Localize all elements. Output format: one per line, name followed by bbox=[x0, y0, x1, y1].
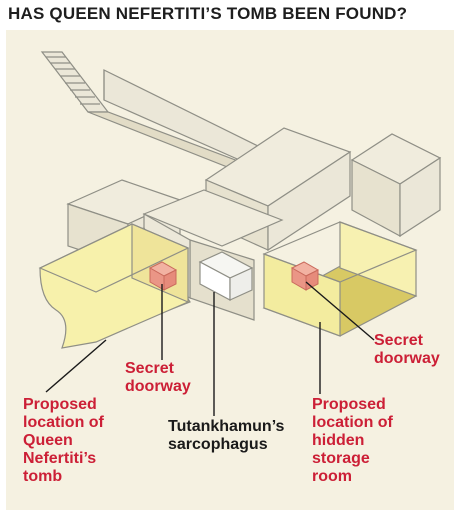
nefertiti-tomb-top bbox=[38, 223, 190, 293]
entrance-staircase bbox=[40, 51, 110, 113]
secret-doorway-left-marker bbox=[148, 261, 178, 291]
leader-nefertiti-tomb bbox=[45, 339, 107, 393]
leader-lines bbox=[45, 281, 375, 416]
label-nefertiti-tomb: Proposed location of Queen Nefertiti’s t… bbox=[23, 396, 104, 485]
leader-secret-doorway-right bbox=[305, 281, 375, 341]
label-secret-doorway-right: Secret doorway bbox=[374, 332, 440, 367]
secret-doorway-right-marker bbox=[290, 261, 320, 291]
label-storage-room: Proposed location of hidden storage room bbox=[312, 396, 393, 485]
sarcophagus bbox=[198, 251, 254, 301]
label-secret-doorway-left: Secret doorway bbox=[125, 360, 191, 395]
label-sarcophagus: Tutankhamun’s sarcophagus bbox=[168, 418, 285, 453]
nefertiti-tomb-block bbox=[38, 223, 191, 349]
annex bbox=[350, 133, 442, 238]
page-title: HAS QUEEN NEFERTITI’S TOMB BEEN FOUND? bbox=[8, 4, 408, 23]
